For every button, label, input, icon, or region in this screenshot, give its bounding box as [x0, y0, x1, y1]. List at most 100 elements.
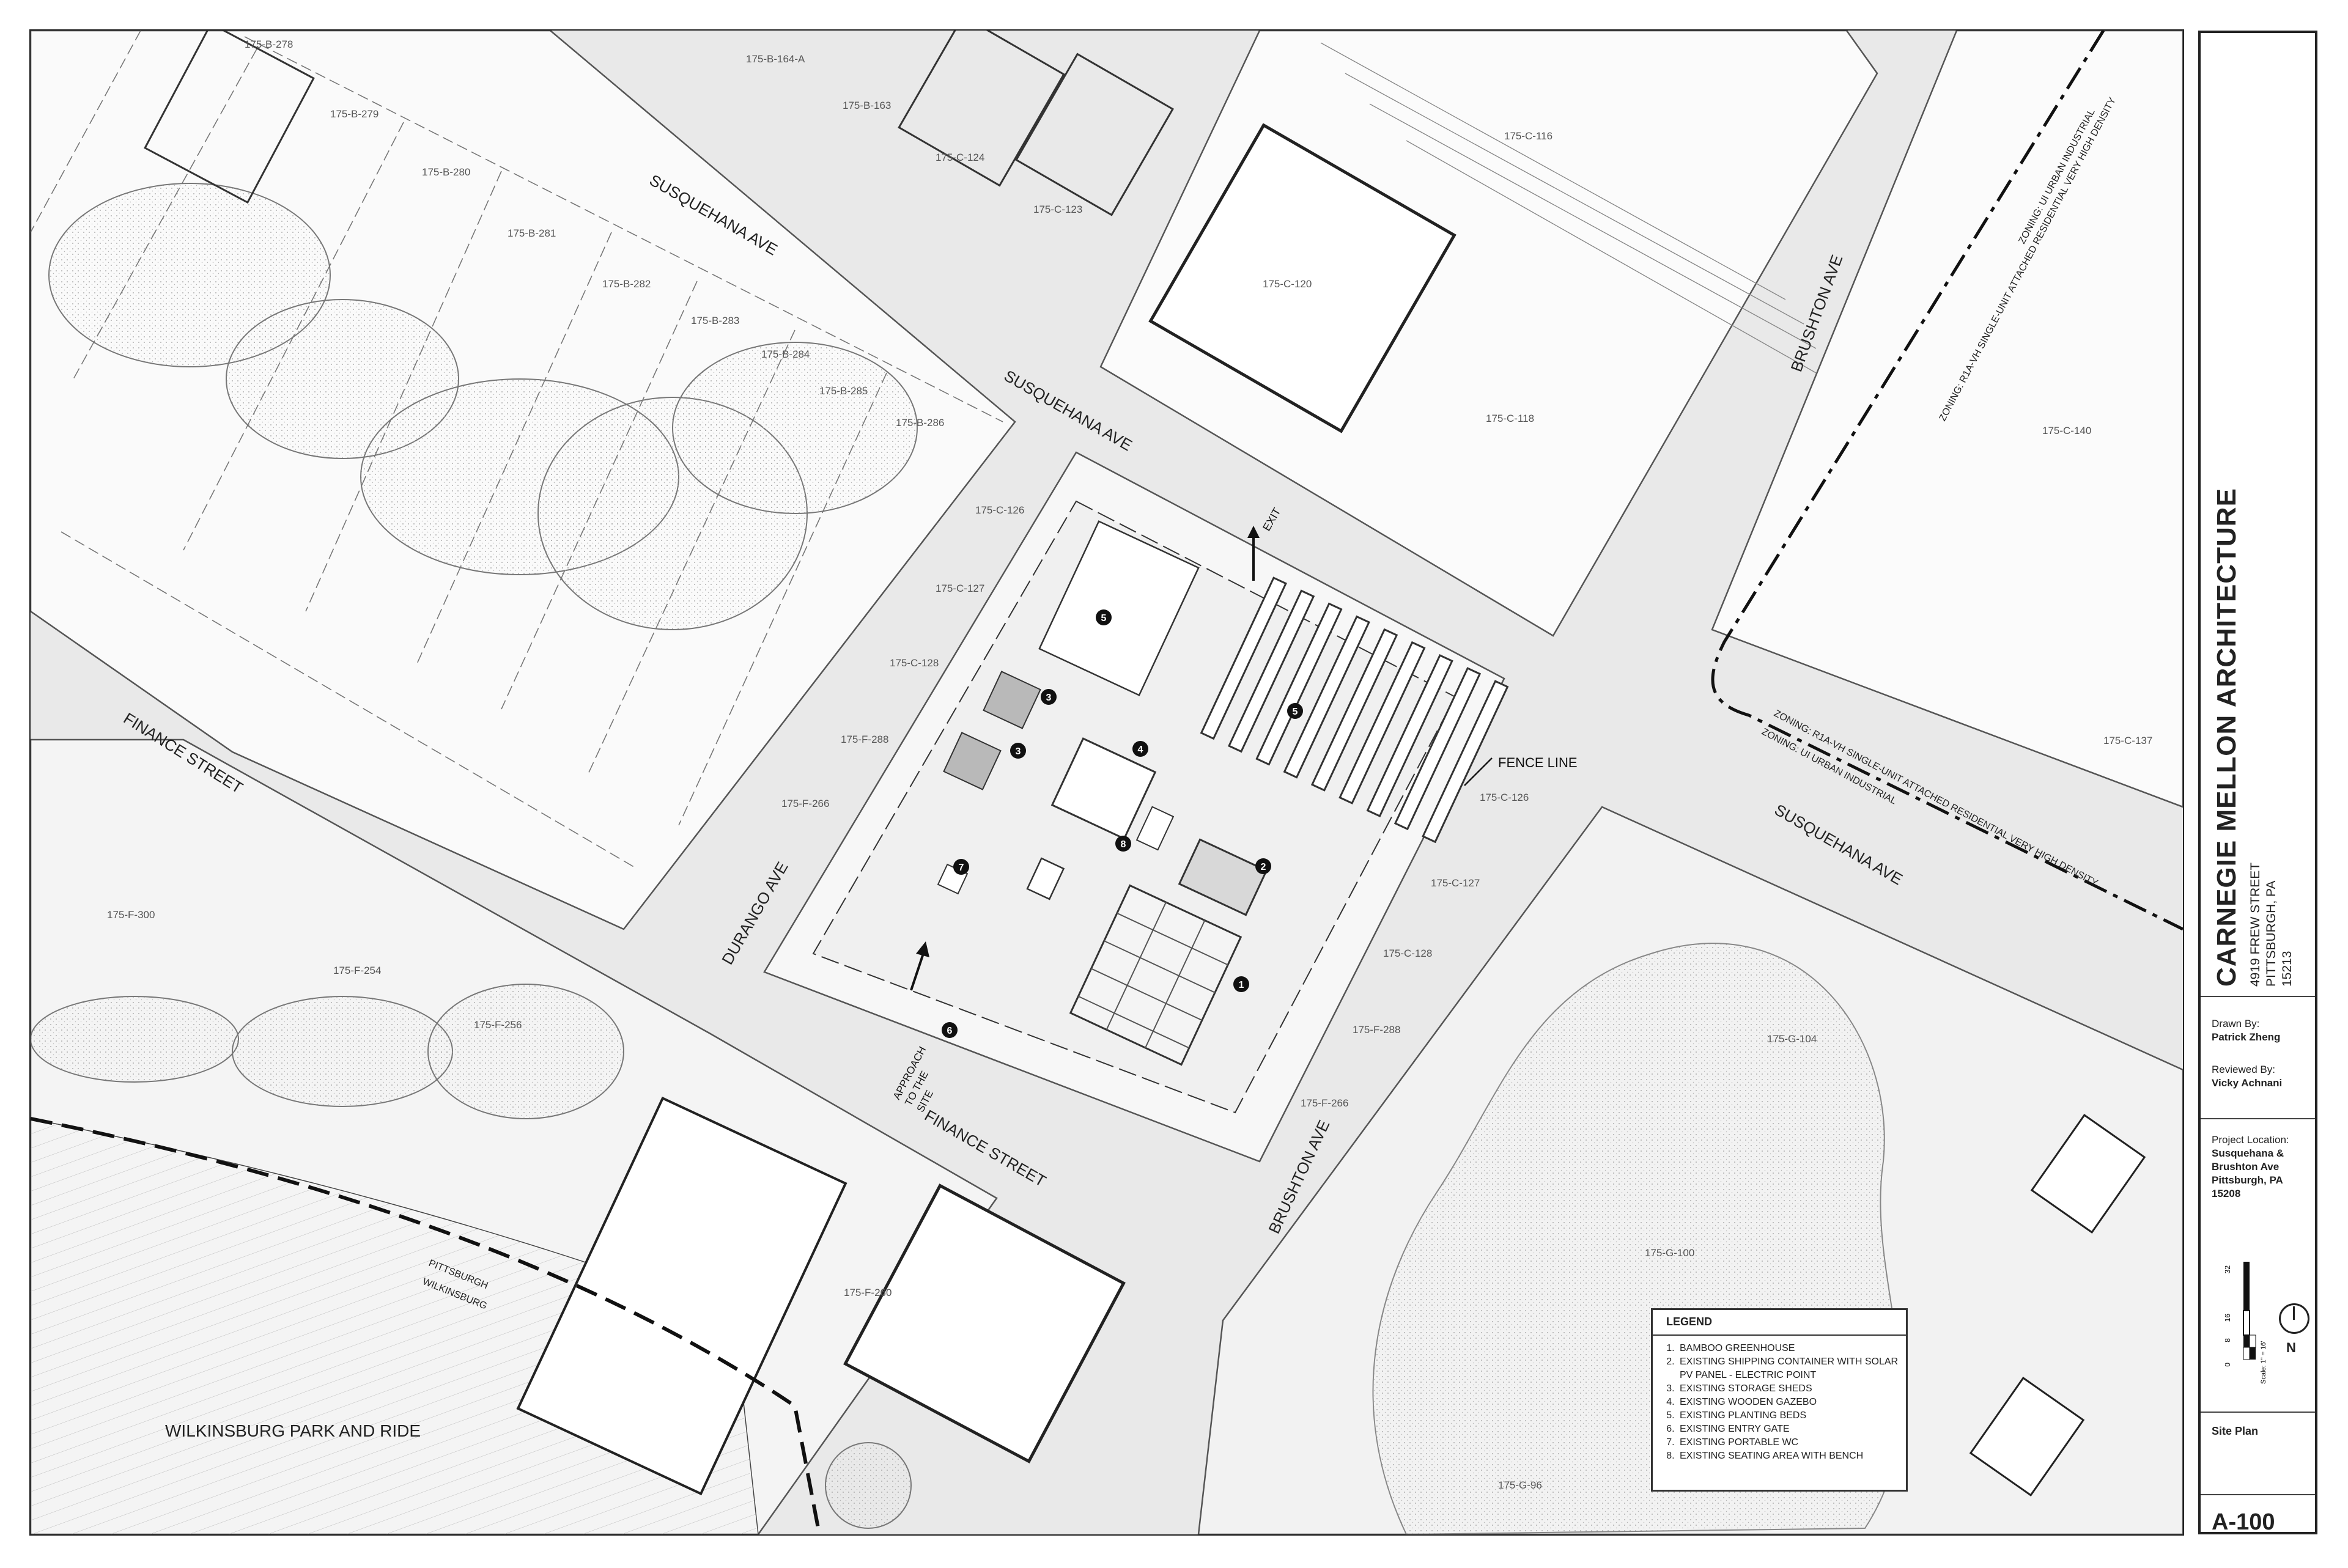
approach-arrowhead — [916, 941, 929, 957]
bamboo-greenhouse — [1069, 884, 1242, 1066]
firm-address-line: 15213 — [2280, 951, 2294, 987]
project-location-line: Susquehana & — [2212, 1147, 2284, 1159]
svg-text:1: 1 — [1239, 980, 1244, 990]
parcel-label: 175-G-104 — [1767, 1033, 1817, 1045]
parcel-label: 175-F-266 — [1301, 1097, 1348, 1109]
site-features — [937, 520, 1509, 1066]
legend-item: EXISTING SHIPPING CONTAINER WITH SOLAR P… — [1677, 1355, 1910, 1382]
parcel-label: 175-F-288 — [841, 734, 888, 745]
parcel-label: 175-C-128 — [1383, 948, 1432, 959]
parcel-label: 175-C-124 — [936, 152, 984, 163]
marker-1: 1 — [1233, 976, 1249, 992]
wooden-gazebo — [1050, 737, 1157, 840]
parcel-label: 175-F-260 — [844, 1287, 892, 1298]
portable-wc — [1026, 857, 1065, 900]
parcel-label: 175-B-282 — [602, 278, 651, 290]
marker-5b: 5 — [1287, 703, 1303, 719]
scale-text: Scale: 1" = 16' — [2260, 1341, 2267, 1384]
legend-box: LEGEND BAMBOO GREENHOUSE EXISTING SHIPPI… — [1651, 1308, 1908, 1492]
sheet-number: A-100 — [2212, 1509, 2275, 1535]
parcel-label: 175-C-137 — [2103, 735, 2152, 746]
marker-5: 5 — [1096, 609, 1112, 625]
marker-7: 7 — [953, 859, 969, 875]
legend-item: BAMBOO GREENHOUSE — [1677, 1342, 1910, 1355]
parcel-label: 175-F-300 — [107, 909, 155, 921]
svg-text:8: 8 — [1121, 839, 1126, 850]
scale-tick: 8 — [2225, 1338, 2232, 1342]
parcel-labels: 175-B-278 175-B-279 175-B-280 175-B-281 … — [107, 39, 2152, 1491]
marker-8: 8 — [1115, 836, 1131, 852]
scale-tick: 0 — [2225, 1363, 2232, 1367]
project-location-line: Pittsburgh, PA — [2212, 1174, 2283, 1186]
parcel-label: 175-B-283 — [691, 315, 739, 326]
building-175-c-124 — [898, 31, 1065, 187]
parcel-label: 175-C-118 — [1486, 413, 1534, 424]
site-markers: 1 2 3 3 4 5 5 6 7 8 — [942, 609, 1303, 1038]
planting-beds — [1200, 576, 1509, 844]
title-divider — [2201, 996, 2315, 997]
parcel-label: 175-F-288 — [1353, 1024, 1400, 1036]
scale-bar: 32 16 8 0 Scale: 1" = 16' — [2225, 1262, 2267, 1384]
scale-tick: 16 — [2225, 1314, 2232, 1322]
marker-3b: 3 — [1010, 743, 1026, 759]
legend-item: EXISTING STORAGE SHEDS — [1677, 1382, 1910, 1396]
drawn-by-label: Drawn By: — [2212, 1018, 2260, 1029]
storage-shed-2 — [943, 732, 1002, 790]
legend-item: EXISTING PORTABLE WC — [1677, 1436, 1910, 1449]
marker-3: 3 — [1041, 689, 1057, 705]
parcel-label: 175-B-281 — [508, 227, 556, 239]
storage-shed-1 — [983, 671, 1041, 729]
parcel-label: 175-G-96 — [1498, 1479, 1542, 1491]
firm-address-line: 4919 FREW STREET — [2248, 862, 2262, 987]
seating-bench — [1135, 806, 1175, 851]
parcel-label: 175-C-126 — [1480, 792, 1529, 803]
parcel-label: 175-B-285 — [819, 385, 868, 397]
marker-4: 4 — [1132, 741, 1148, 757]
reviewed-by: Reviewed By: Vicky Achnani — [2212, 1063, 2316, 1090]
parcel-label: 175-C-127 — [1431, 877, 1480, 889]
parcel-label: 175-F-254 — [333, 965, 381, 976]
parcel-label: 175-B-286 — [896, 417, 944, 429]
municipal-boundary — [31, 1117, 821, 1534]
building-east-2 — [1969, 1377, 2085, 1496]
parcel-lines-northwest — [31, 31, 1003, 869]
legend-item: EXISTING SEATING AREA WITH BENCH — [1677, 1449, 1910, 1463]
legend-list: BAMBOO GREENHOUSE EXISTING SHIPPING CONT… — [1664, 1342, 1910, 1463]
parking-stripes-north — [1320, 42, 1817, 374]
legend-item: EXISTING WOODEN GAZEBO — [1677, 1396, 1910, 1409]
parcel-label: 175-B-164-A — [746, 53, 805, 65]
title-divider — [2201, 1412, 2315, 1413]
park-and-ride-label: WILKINSBURG PARK AND RIDE — [165, 1421, 421, 1440]
reviewed-by-name: Vicky Achnani — [2212, 1077, 2283, 1089]
title-block: CARNEGIE MELLON ARCHITECTURE 4919 FREW S… — [2198, 31, 2317, 1535]
parcel-label: 175-B-278 — [245, 39, 293, 50]
legend-title: LEGEND — [1666, 1316, 1713, 1328]
svg-text:4: 4 — [1138, 745, 1143, 755]
drawn-by: Drawn By: Patrick Zheng — [2212, 1017, 2316, 1044]
title-divider — [2201, 1494, 2315, 1495]
svg-text:5: 5 — [1293, 707, 1298, 717]
project-location-line: Brushton Ave — [2212, 1161, 2280, 1172]
scale-tick: 32 — [2225, 1265, 2232, 1274]
north-arrow-icon — [2279, 1303, 2309, 1334]
fence-line-leader — [1464, 757, 1493, 786]
building-175-f-260-b — [843, 1183, 1126, 1463]
building-175-f-260 — [516, 1096, 847, 1496]
parcel-label: 175-C-120 — [1263, 278, 1312, 290]
parcel-label: 175-C-116 — [1504, 130, 1552, 142]
legend-item: EXISTING PLANTING BEDS — [1677, 1409, 1910, 1423]
project-location: Project Location: Susquehana & Brushton … — [2212, 1133, 2316, 1201]
marker-6: 6 — [942, 1022, 958, 1038]
planting-area-5 — [1038, 520, 1200, 696]
project-location-line: 15208 — [2212, 1188, 2241, 1199]
svg-text:5: 5 — [1101, 613, 1107, 624]
building-175-b-278 — [144, 31, 315, 204]
reviewed-by-label: Reviewed By: — [2212, 1064, 2275, 1075]
firm-name: CARNEGIE MELLON ARCHITECTURE — [2212, 488, 2242, 987]
fence-line-label: FENCE LINE — [1498, 755, 1578, 770]
building-east-1 — [2030, 1114, 2146, 1234]
marker-2: 2 — [1255, 858, 1271, 874]
svg-text:3: 3 — [1046, 693, 1052, 703]
exit-arrowhead — [1247, 526, 1260, 538]
